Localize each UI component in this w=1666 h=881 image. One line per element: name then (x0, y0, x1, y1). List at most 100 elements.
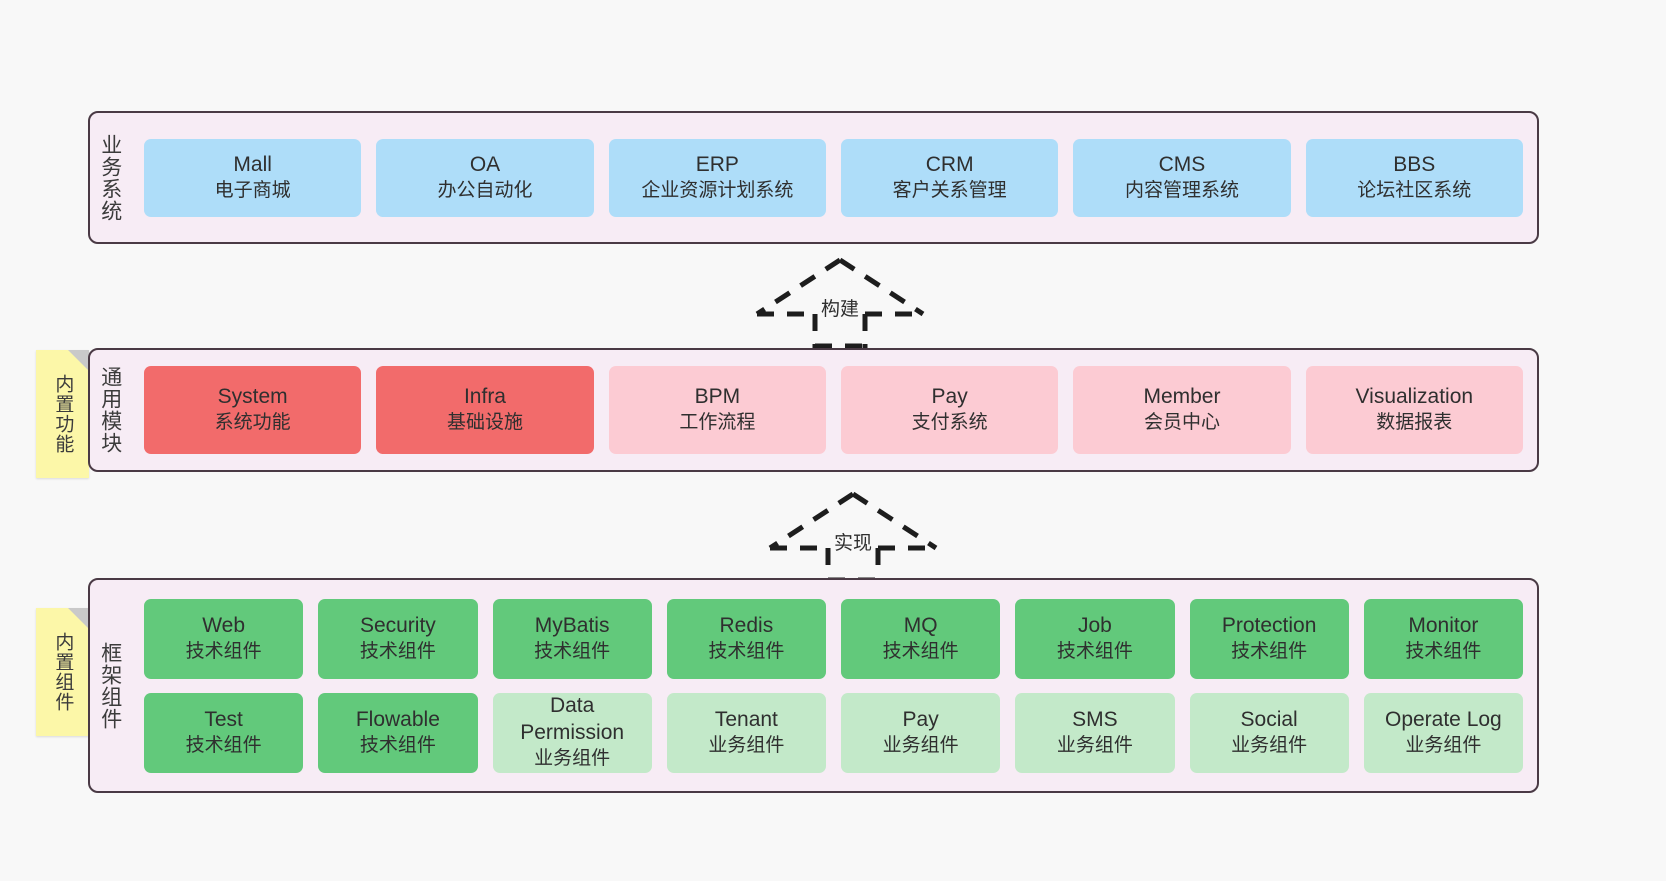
arrow-build-label: 构建 (818, 294, 862, 321)
box-redis-name: Redis (719, 613, 774, 637)
box-monitor[interactable]: Monitor 技术组件 (1363, 598, 1523, 679)
box-operate-log[interactable]: Operate Log 业务组件 (1363, 692, 1523, 773)
box-mall-name: Mall (233, 152, 272, 176)
layer-framework-components-title: 框架组件 (98, 641, 122, 730)
box-tenant-desc: 业务组件 (708, 734, 785, 756)
box-tenant-name: Tenant (714, 707, 778, 731)
box-protection-desc: 技术组件 (1231, 640, 1308, 662)
box-social[interactable]: Social 业务组件 (1189, 692, 1349, 773)
box-erp-desc: 企业资源计划系统 (641, 179, 794, 201)
box-erp-name: ERP (695, 152, 739, 176)
box-infra[interactable]: Infra 基础设施 (376, 366, 594, 454)
layer-common-modules-title: 通用模块 (98, 366, 122, 454)
box-redis[interactable]: Redis 技术组件 (666, 598, 826, 679)
box-security[interactable]: Security 技术组件 (318, 598, 478, 679)
box-job-name: Job (1077, 613, 1112, 637)
box-oa[interactable]: OA 办公自动化 (376, 138, 594, 217)
box-redis-desc: 技术组件 (708, 640, 785, 662)
box-operate-log-name: Operate Log (1384, 707, 1502, 731)
arrow-implement: 实现 (768, 491, 938, 583)
framework-row-technical: Web 技术组件 Security 技术组件 MyBatis 技术组件 Redi… (144, 598, 1523, 679)
box-web-name: Web (202, 613, 246, 637)
box-protection-name: Protection (1221, 613, 1317, 637)
box-security-desc: 技术组件 (359, 640, 436, 662)
box-monitor-desc: 技术组件 (1405, 640, 1482, 662)
box-crm-name: CRM (925, 152, 974, 176)
box-crm-desc: 客户关系管理 (892, 179, 1007, 201)
box-test-name: Test (204, 707, 243, 731)
arrow-build-glyph (755, 257, 925, 349)
box-web-desc: 技术组件 (185, 640, 262, 662)
box-sms-name: SMS (1072, 707, 1118, 731)
box-data-permission-name: Data Permission (520, 694, 625, 745)
box-pay-component[interactable]: Pay 业务组件 (841, 692, 1001, 773)
box-member[interactable]: Member 会员中心 (1073, 366, 1291, 454)
layer-common-modules: 通用模块 System 系统功能 Infra 基础设施 BPM 工作流程 Pay… (88, 348, 1539, 472)
box-visualization-desc: 数据报表 (1376, 412, 1453, 434)
box-mq-name: MQ (903, 613, 938, 637)
box-mybatis-name: MyBatis (534, 613, 610, 637)
arrow-implement-label: 实现 (831, 528, 875, 555)
box-bbs-desc: 论坛社区系统 (1357, 179, 1472, 201)
box-erp[interactable]: ERP 企业资源计划系统 (608, 138, 826, 217)
framework-row-business: Test 技术组件 Flowable 技术组件 Data Permission … (144, 692, 1523, 773)
box-oa-desc: 办公自动化 (437, 179, 533, 201)
box-oa-name: OA (469, 152, 501, 176)
box-member-desc: 会员中心 (1143, 412, 1220, 434)
box-flowable[interactable]: Flowable 技术组件 (318, 692, 478, 773)
box-job-desc: 技术组件 (1056, 640, 1133, 662)
box-mall-desc: 电子商城 (214, 179, 291, 201)
box-cms[interactable]: CMS 内容管理系统 (1073, 138, 1291, 217)
box-crm[interactable]: CRM 客户关系管理 (840, 138, 1059, 217)
box-mybatis[interactable]: MyBatis 技术组件 (492, 598, 652, 679)
box-bpm-name: BPM (694, 385, 741, 409)
box-job[interactable]: Job 技术组件 (1015, 598, 1175, 679)
box-pay-module-desc: 支付系统 (911, 412, 988, 434)
layer-common-modules-boxes: System 系统功能 Infra 基础设施 BPM 工作流程 Pay 支付系统… (130, 350, 1537, 470)
box-system-name: System (217, 385, 288, 409)
layer-business-system-boxes: Mall 电子商城 OA 办公自动化 ERP 企业资源计划系统 CRM 客户关系… (130, 113, 1537, 242)
layer-business-system-title: 业务系统 (98, 133, 122, 222)
box-visualization[interactable]: Visualization 数据报表 (1305, 366, 1523, 454)
box-social-name: Social (1240, 707, 1298, 731)
box-mq-desc: 技术组件 (882, 640, 959, 662)
box-infra-name: Infra (463, 385, 506, 409)
box-data-permission-desc: 业务组件 (534, 748, 611, 770)
box-member-name: Member (1143, 385, 1221, 409)
layer-business-system: 业务系统 Mall 电子商城 OA 办公自动化 ERP 企业资源计划系统 CRM… (88, 111, 1539, 244)
sticky-note-builtin-component: 内置组件 (36, 608, 89, 736)
arrow-build: 构建 (755, 257, 925, 349)
box-mall[interactable]: Mall 电子商城 (144, 138, 362, 217)
box-operate-log-desc: 业务组件 (1405, 734, 1482, 756)
box-flowable-name: Flowable (355, 707, 440, 731)
sticky-note-builtin-function: 内置功能 (36, 350, 89, 478)
box-test-desc: 技术组件 (185, 734, 262, 756)
box-mybatis-desc: 技术组件 (534, 640, 611, 662)
box-bbs[interactable]: BBS 论坛社区系统 (1305, 138, 1523, 217)
box-pay-component-name: Pay (902, 707, 939, 731)
box-test[interactable]: Test 技术组件 (144, 692, 304, 773)
box-protection[interactable]: Protection 技术组件 (1189, 598, 1349, 679)
box-pay-module-name: Pay (931, 385, 968, 409)
box-data-permission[interactable]: Data Permission 业务组件 (492, 692, 652, 773)
box-flowable-desc: 技术组件 (359, 734, 436, 756)
box-infra-desc: 基础设施 (446, 412, 523, 434)
box-pay-component-desc: 业务组件 (882, 734, 959, 756)
box-sms[interactable]: SMS 业务组件 (1015, 692, 1175, 773)
box-bpm-desc: 工作流程 (679, 412, 756, 434)
box-visualization-name: Visualization (1355, 385, 1474, 409)
box-cms-desc: 内容管理系统 (1124, 179, 1239, 201)
box-bpm[interactable]: BPM 工作流程 (608, 366, 826, 454)
box-mq[interactable]: MQ 技术组件 (841, 598, 1001, 679)
box-monitor-name: Monitor (1408, 613, 1479, 637)
box-web[interactable]: Web 技术组件 (144, 598, 304, 679)
box-sms-desc: 业务组件 (1056, 734, 1133, 756)
box-pay-module[interactable]: Pay 支付系统 (840, 366, 1059, 454)
box-security-name: Security (359, 613, 436, 637)
box-bbs-name: BBS (1393, 152, 1436, 176)
layer-framework-components: 框架组件 Web 技术组件 Security 技术组件 MyBatis 技术组件… (88, 578, 1539, 793)
box-system[interactable]: System 系统功能 (144, 366, 362, 454)
box-system-desc: 系统功能 (214, 412, 291, 434)
box-tenant[interactable]: Tenant 业务组件 (666, 692, 826, 773)
